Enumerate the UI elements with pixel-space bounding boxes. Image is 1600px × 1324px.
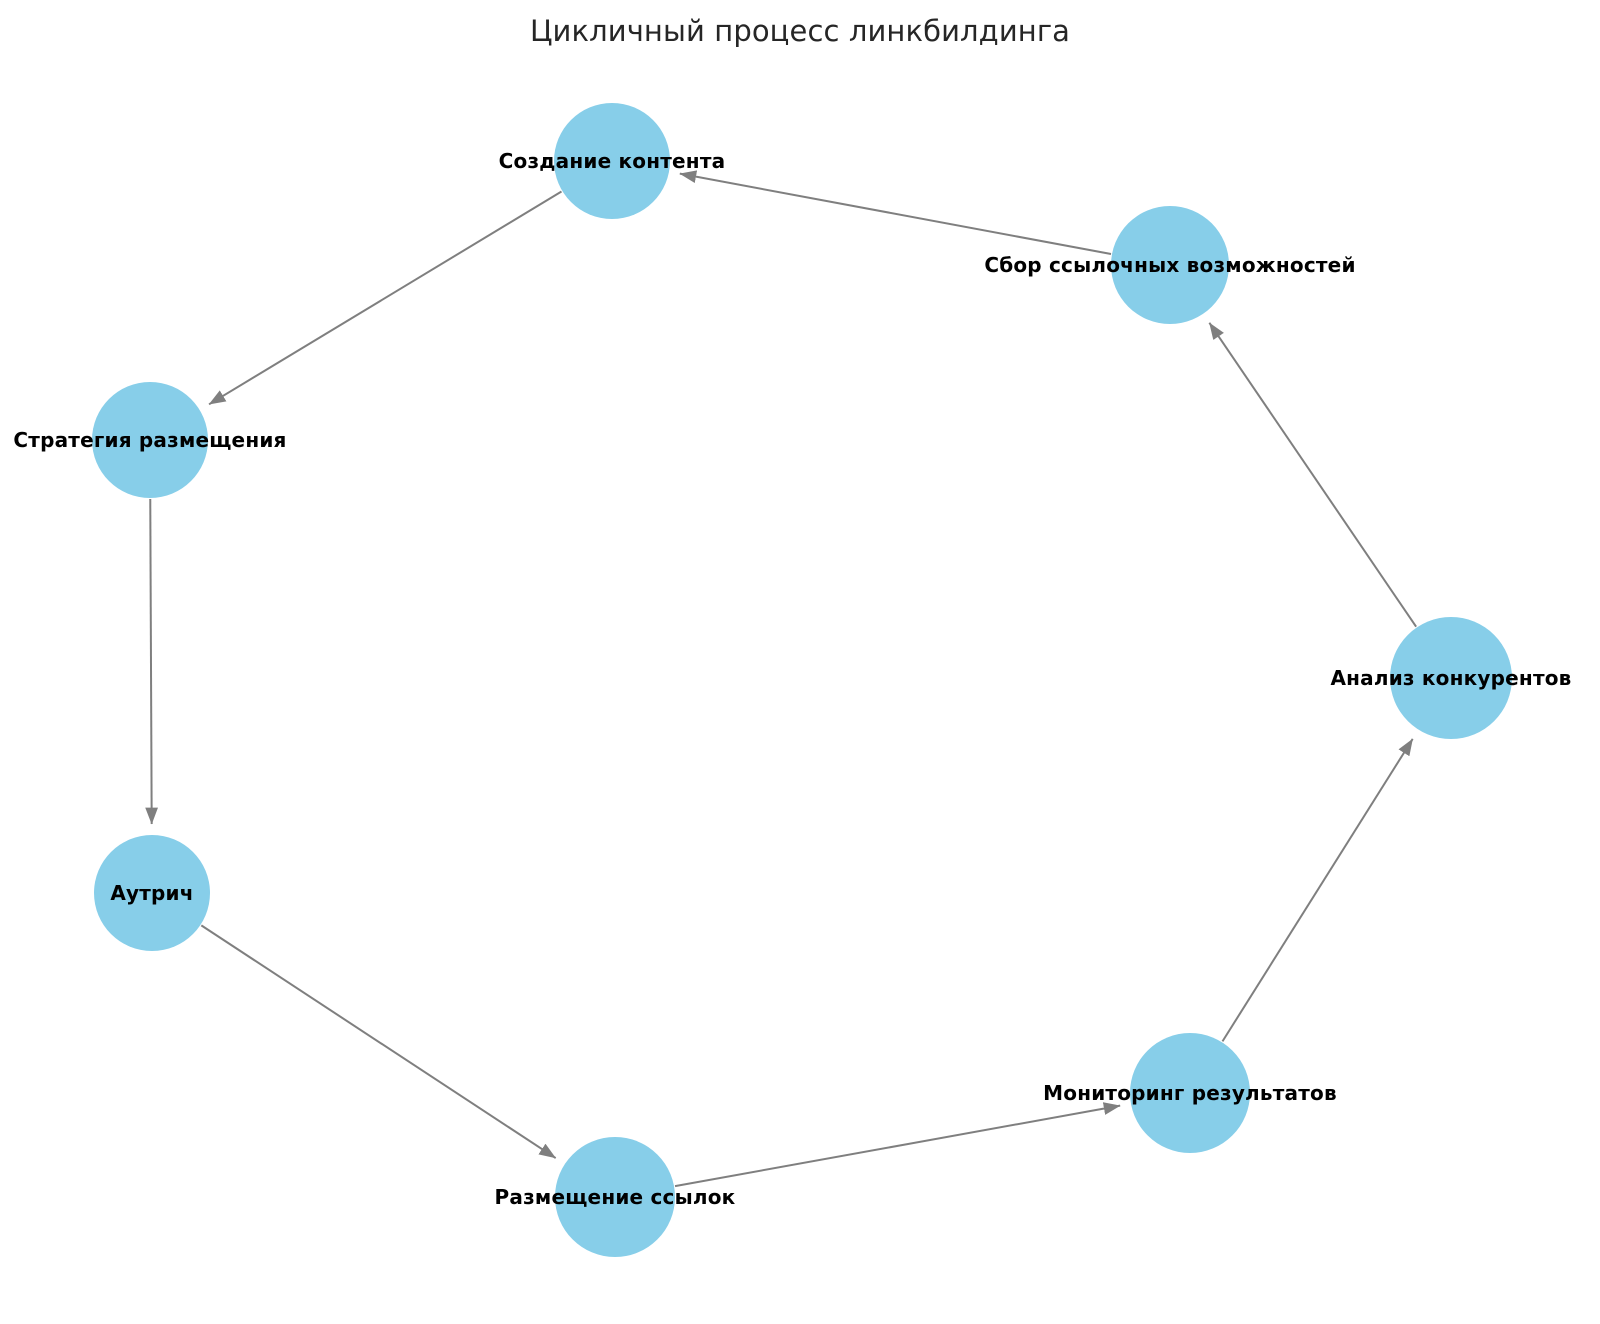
edge-prospecting-to-content — [679, 170, 1112, 255]
node-prospecting[interactable] — [1111, 206, 1229, 324]
edge-outreach-to-placement — [200, 924, 557, 1159]
page-title: Цикличный процесс линкбилдинга — [529, 14, 1071, 48]
edge-content-to-strategy — [208, 190, 563, 406]
node-content[interactable] — [554, 103, 670, 219]
edge-monitoring-to-competitors — [1221, 738, 1414, 1042]
node-monitoring[interactable] — [1130, 1033, 1250, 1153]
node-competitors[interactable] — [1390, 617, 1512, 739]
edge-strategy-to-outreach — [145, 498, 159, 825]
edge-placement-to-monitoring — [674, 1102, 1121, 1188]
edge-layer — [145, 170, 1417, 1188]
edge-competitors-to-prospecting — [1208, 322, 1417, 628]
node-placement[interactable] — [555, 1137, 675, 1257]
node-strategy[interactable] — [92, 382, 208, 498]
node-outreach[interactable] — [94, 835, 210, 951]
node-layer — [92, 103, 1512, 1257]
